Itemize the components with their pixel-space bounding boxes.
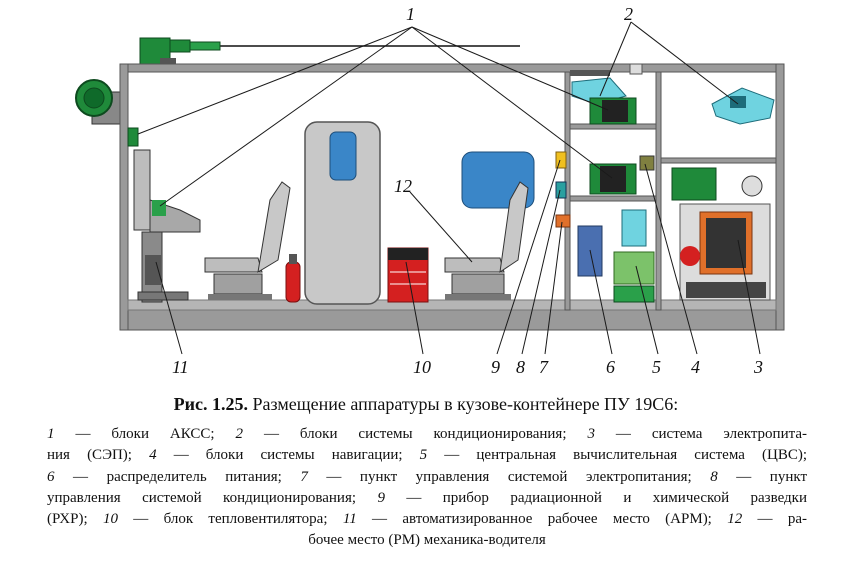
callout-3: 3 (753, 357, 763, 377)
figure-label: Рис. 1.25. (173, 394, 249, 414)
callout-1: 1 (406, 4, 415, 24)
callout-12: 12 (394, 176, 412, 196)
rxr-device (555, 151, 567, 169)
legend-line: ния (СЭП); 4 — блоки системы навигации; … (47, 447, 807, 464)
door (304, 121, 381, 305)
cvs-base (613, 285, 655, 303)
figure-legend: 1 — блоки АКСС; 2 — блоки системы кондиц… (47, 424, 807, 552)
power-control-point (555, 214, 571, 228)
callout-5: 5 (652, 357, 661, 377)
roof-antenna-unit (139, 37, 520, 66)
legend-line: 6 — распределитель питания; 7 — пункт уп… (47, 468, 808, 485)
callout-numbers: 1 2 3 4 5 6 7 8 9 10 11 12 (172, 4, 763, 377)
legend-line: 1 — блоки АКСС; 2 — блоки системы кондиц… (47, 426, 807, 442)
akss-block-top (589, 97, 637, 125)
akss-wall-unit (127, 127, 139, 147)
figure-caption: Рис. 1.25. Размещение аппаратуры в кузов… (0, 393, 852, 415)
cable-drum (75, 79, 123, 125)
callout-8: 8 (516, 357, 525, 377)
arm-workplace (133, 149, 201, 303)
power-reel (741, 175, 763, 197)
leader-lines (137, 21, 761, 355)
callout-10: 10 (413, 357, 431, 377)
callout-6: 6 (606, 357, 615, 377)
power-system-generator (679, 203, 771, 301)
legend-line: (РХР); 10 — блок тепловентилятора; 11 — … (47, 511, 807, 528)
fire-extinguisher (285, 254, 301, 303)
cvs-unit (613, 251, 655, 285)
callout-9: 9 (491, 357, 500, 377)
navigation-block (639, 155, 655, 171)
container-body (119, 63, 785, 331)
figure-title: Размещение аппаратуры в кузове-контейнер… (252, 394, 679, 414)
ac-unit-right (711, 87, 775, 125)
callout-11: 11 (172, 357, 189, 377)
power-cabinet (671, 167, 717, 201)
legend-line: бочее место (РМ) механика-водителя (308, 532, 546, 549)
callout-4: 4 (691, 357, 700, 377)
ac-control-point (555, 181, 567, 199)
container-diagram: 1 2 3 4 5 6 7 8 9 10 11 12 (75, 4, 785, 377)
akss-block-mid (589, 163, 637, 195)
seat-left (204, 181, 291, 300)
cvs-top (621, 209, 647, 247)
callout-7: 7 (539, 357, 549, 377)
legend-line: управления системой кондиционирования; 9… (47, 489, 807, 506)
seat-right (444, 181, 529, 300)
callout-2: 2 (624, 4, 633, 24)
